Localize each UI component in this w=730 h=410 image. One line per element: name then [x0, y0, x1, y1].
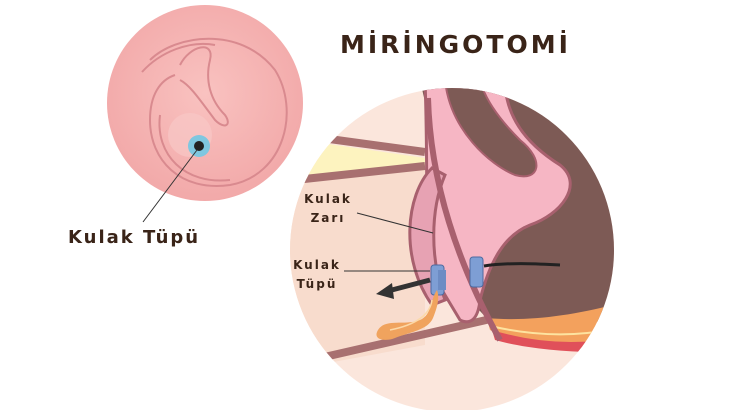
outer-ear-view [107, 5, 303, 223]
outer-ear-tube-label: Kulak Tüpü [68, 227, 201, 248]
eardrum-label: Kulak Zarı [298, 190, 358, 228]
tube-label-line1: Kulak [293, 258, 341, 272]
eardrum-label-line1: Kulak [304, 192, 352, 206]
eardrum-label-line2: Zarı [310, 211, 346, 225]
middle-ear-section [290, 88, 614, 410]
tube-label-line2: Tüpü [296, 277, 338, 291]
ear-tube-inner [469, 256, 484, 288]
tube-label: Kulak Tüpü [288, 256, 346, 294]
page-title: MİRİNGOTOMİ [340, 30, 571, 59]
drain-arrow-icon [387, 277, 431, 294]
